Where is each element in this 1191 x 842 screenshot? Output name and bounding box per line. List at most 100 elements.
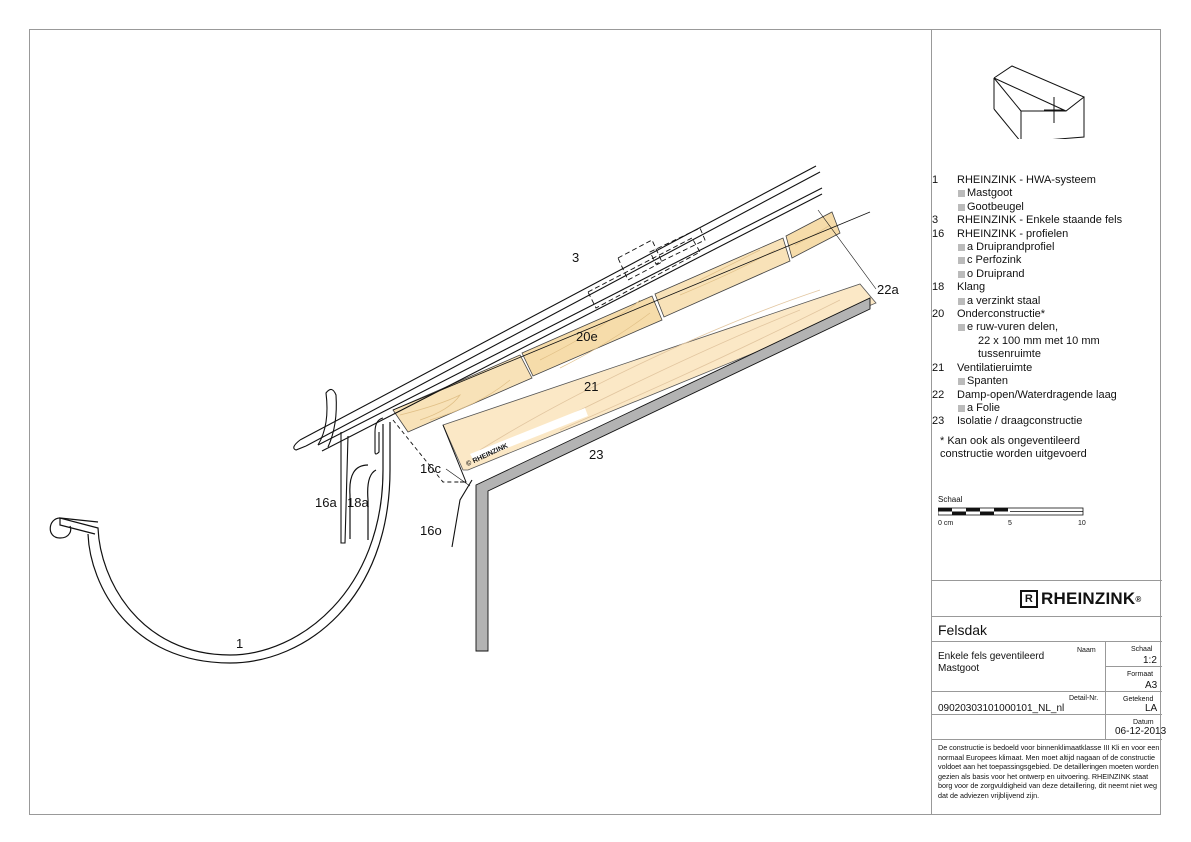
legend-subitem: a Druiprandprofiel	[932, 241, 1160, 254]
legend-subtext: o Druiprand	[967, 267, 1025, 280]
drip-edge-16c	[442, 424, 467, 483]
legend-text: RHEINZINK - Enkele staande fels	[957, 214, 1123, 227]
insulation-23	[475, 297, 871, 652]
label-18a: 18a	[347, 495, 369, 510]
legend-item: 3 RHEINZINK - Enkele staande fels	[932, 214, 1160, 227]
schaal-label: Schaal	[1131, 646, 1153, 653]
scale-tick-0: 0 cm	[938, 520, 954, 527]
legend-subtext: Gootbeugel	[967, 200, 1024, 213]
legend-text: Onderconstructie*	[957, 308, 1046, 321]
disclaimer: De constructie is bedoeld voor binnenkli…	[938, 743, 1160, 800]
label-3: 3	[572, 250, 580, 265]
label-16c: 16c	[420, 461, 441, 476]
drawing-sheet	[29, 29, 1161, 815]
legend-subitem: Mastgoot	[932, 187, 1160, 200]
legend-item: 20 Onderconstructie*	[932, 308, 1160, 321]
schaal-value: 1:2	[1143, 655, 1157, 666]
legend-square-icon	[958, 297, 965, 305]
gutter-1	[49, 422, 391, 664]
legend-text: RHEINZINK - profielen	[957, 227, 1069, 240]
leader-lines	[445, 209, 877, 487]
label-1: 1	[236, 636, 244, 651]
seam-dashed	[587, 227, 706, 309]
legend-subtext-cont: 22 x 100 mm met 10 mm	[978, 334, 1100, 347]
legend-subitem: a Folie	[932, 402, 1160, 415]
label-23: 23	[589, 447, 604, 462]
legend-number: 3	[932, 214, 939, 227]
datum-label: Datum	[1133, 719, 1154, 726]
standing-seam-roof-3	[293, 165, 823, 452]
legend-subtext-cont: tussenruimte	[978, 348, 1041, 361]
white-gap	[470, 408, 588, 461]
legend-item: 22 Damp-open/Waterdragende laag	[932, 389, 1160, 402]
drawing-title: Felsdak	[938, 622, 988, 638]
drip-16o	[451, 479, 473, 548]
legend-note: * Kan ook als ongeventileerd constructie…	[940, 434, 1087, 461]
formaat-label: Formaat	[1127, 671, 1154, 678]
legend-item: 16 RHEINZINK - profielen	[932, 228, 1160, 241]
legend-number: 20	[932, 308, 945, 321]
legend-subtext: Spanten	[967, 375, 1008, 388]
getekend-value: LA	[1145, 703, 1158, 714]
label-16o: 16o	[420, 523, 442, 538]
legend-text: Ventilatieruimte	[957, 361, 1033, 374]
legend-subtext: c Perfozink	[967, 254, 1022, 267]
label-20e: 20e	[576, 329, 598, 344]
legend-item: 1 RHEINZINK - HWA-systeem	[932, 174, 1160, 187]
label-16a: 16a	[315, 495, 337, 510]
legend-number: 23	[932, 415, 945, 428]
getekend-label: Getekend	[1123, 696, 1154, 703]
house-icon	[993, 65, 1085, 139]
legend-subitem: a verzinkt staal	[932, 295, 1160, 308]
scale-tick-10: 10	[1078, 520, 1086, 527]
naam-label: Naam	[1077, 647, 1096, 654]
legend-text: Damp-open/Waterdragende laag	[957, 388, 1117, 401]
legend-subitem: c Perfozink	[932, 254, 1160, 267]
legend-subitem: e ruw-vuren delen,	[932, 321, 1160, 334]
legend-subitem: Gootbeugel	[932, 201, 1160, 214]
scale-bar: Schaal 0 cm 5 10	[937, 495, 1088, 529]
legend-subtext: a verzinkt staal	[967, 294, 1041, 307]
scale-tick-5: 5	[1008, 520, 1012, 527]
legend-number: 21	[932, 361, 945, 374]
naam-line2: Mastgoot	[938, 663, 980, 674]
legend-number: 18	[932, 281, 945, 294]
membrane-22a	[392, 211, 871, 411]
scale-title: Schaal	[938, 495, 963, 504]
naam-line1: Enkele fels geventileerd	[938, 651, 1045, 662]
legend-square-icon	[958, 203, 965, 211]
formaat-value: A3	[1145, 680, 1158, 691]
legend-item: 23 Isolatie / draagconstructie	[932, 415, 1160, 428]
legend-square-icon	[958, 190, 965, 198]
legend-text: Isolatie / draagconstructie	[957, 415, 1083, 428]
datum-value: 06-12-2013	[1115, 726, 1167, 737]
legend-subitem: o Druiprand	[932, 268, 1160, 281]
legend-subtext: e ruw-vuren delen,	[967, 321, 1059, 334]
drip-profile-16a	[340, 417, 384, 544]
label-22a: 22a	[877, 282, 899, 297]
perfozink-16c	[392, 419, 466, 483]
legend-subtext: a Druiprandprofiel	[967, 241, 1055, 254]
technical-drawing	[49, 165, 877, 664]
legend-square-icon	[958, 257, 965, 265]
legend-square-icon	[958, 404, 965, 412]
legend-text: Klang	[957, 281, 986, 294]
legend-square-icon	[958, 270, 965, 278]
label-21: 21	[584, 379, 599, 394]
rheinzink-logo: R RHEINZINK®	[1020, 589, 1141, 609]
legend-item: 18 Klang	[932, 281, 1160, 294]
legend-number: 16	[932, 227, 945, 240]
detail-value: 09020303101000101_NL_nl	[938, 703, 1065, 714]
legend-text: RHEINZINK - HWA-systeem	[957, 174, 1096, 186]
detail-label: Detail-Nr.	[1069, 695, 1099, 702]
logo-mark-icon: R	[1020, 590, 1038, 608]
scale-graphic	[937, 507, 1084, 516]
legend-number: 22	[932, 388, 945, 401]
legend-item: 21 Ventilatieruimte	[932, 362, 1160, 375]
legend-square-icon	[958, 324, 965, 332]
legend-number: 1	[932, 174, 939, 186]
legend-subtext: a Folie	[967, 401, 1001, 414]
legend-square-icon	[958, 244, 965, 252]
